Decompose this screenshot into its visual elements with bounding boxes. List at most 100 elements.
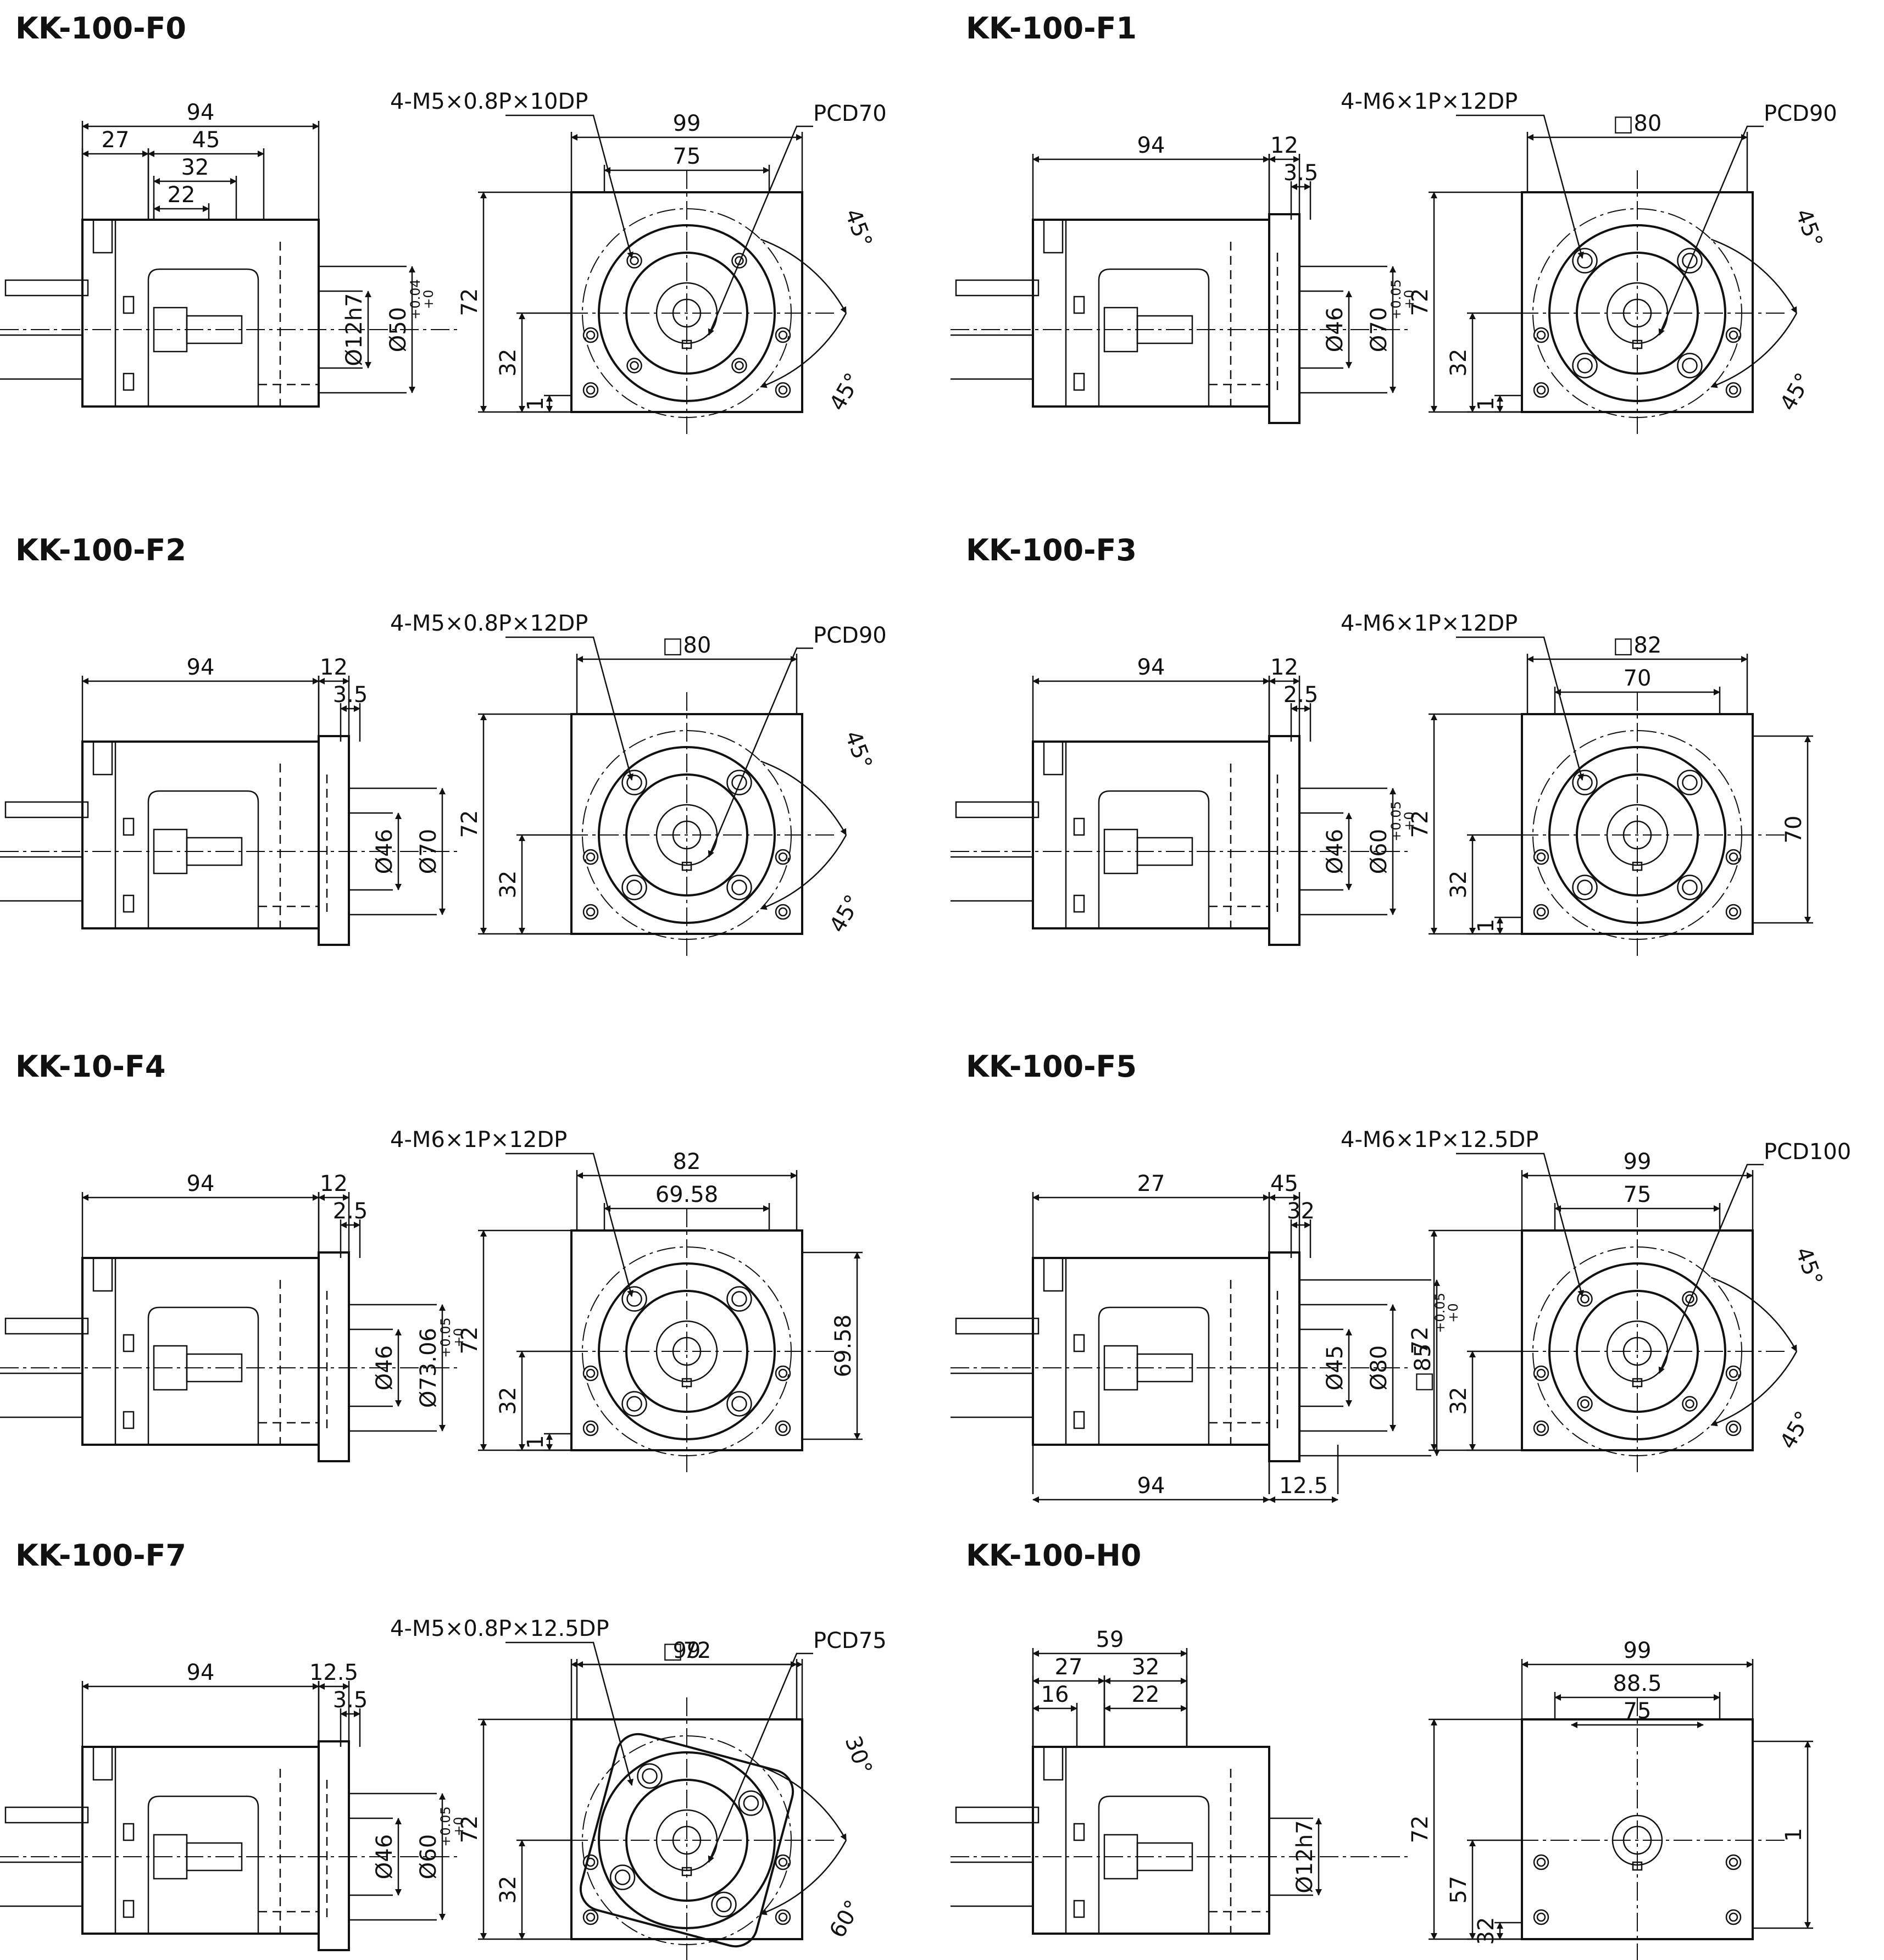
flange-plate: [318, 735, 350, 946]
flange-ring: [1548, 746, 1726, 924]
bolt-hole-icon: [1729, 1423, 1738, 1433]
actuator-body: [81, 1746, 320, 1935]
dimension-label: Ø50: [386, 307, 411, 352]
bolt-hole-icon: [1577, 358, 1593, 374]
dimension-label: 99: [1624, 1638, 1652, 1663]
panel-title: KK-100-F5: [966, 1049, 1137, 1084]
bolt-hole-icon: [1580, 1399, 1590, 1408]
dimension-label: 1: [1781, 1828, 1807, 1841]
motor-key: [955, 801, 1040, 818]
bolt-hole-icon: [586, 330, 596, 340]
leader-label: 4-M6×1P×12DP: [1341, 611, 1518, 636]
dimension-label: 16: [1041, 1682, 1069, 1707]
motor-key: [955, 1806, 1040, 1824]
bolt-hole-icon: [726, 1391, 752, 1417]
dimension-label: 32: [181, 155, 209, 180]
dimension-label: 99: [1624, 1149, 1652, 1174]
motor-key: [955, 1317, 1040, 1335]
dimension-label: 32: [496, 871, 521, 899]
dimension-label: 27: [1137, 1171, 1165, 1196]
shaft-bore: [672, 298, 702, 328]
bolt-hole-icon: [582, 1420, 599, 1436]
bolt-hole-icon: [775, 904, 791, 920]
window-icon: [1073, 817, 1085, 836]
dimension-label: 72: [457, 810, 482, 838]
bolt-hole-icon: [1677, 248, 1703, 274]
angle-arc: [1710, 1277, 1798, 1352]
bolt-hole-icon: [1725, 382, 1742, 398]
dimension-label: 3.5: [1283, 160, 1319, 186]
flange-plate: [1268, 1251, 1301, 1462]
shaft-bore: [1622, 298, 1652, 328]
dimension-label: Ø60: [416, 1834, 441, 1879]
bolt-hole-icon: [621, 875, 647, 900]
window-icon: [1073, 894, 1085, 913]
pilot-ring: [625, 1290, 748, 1413]
dimension-label: 1: [1474, 918, 1499, 932]
bolt-hole-icon: [1729, 907, 1738, 917]
dimension-label: 1: [1474, 397, 1499, 410]
actuator-body: [81, 219, 320, 408]
dimension-label: 27: [102, 127, 130, 153]
bolt-hole-icon: [586, 1912, 596, 1922]
dimension-label: 72: [1408, 810, 1433, 838]
dimension-label: 72: [457, 1816, 482, 1844]
bolt-hole-icon: [586, 1368, 596, 1378]
dimension-label: 32: [496, 1387, 521, 1415]
dimension-label: 69.58: [831, 1315, 856, 1378]
dimension-label: □80: [1613, 111, 1662, 136]
bolt-hole-icon: [1725, 1909, 1742, 1925]
bolt-hole-icon: [716, 1896, 732, 1913]
dimension-label: Ø46: [372, 1834, 397, 1879]
leader-line: [505, 636, 633, 781]
bolt-hole-icon: [1577, 1396, 1593, 1412]
dimension-label: 12: [1270, 655, 1298, 680]
angle-label: 45°: [1775, 1407, 1816, 1453]
dimension-label: 32: [1446, 871, 1471, 899]
bolt-hole-icon: [1536, 385, 1546, 395]
dimension-label: 32: [1446, 349, 1471, 377]
bolt-hole-icon: [1725, 1365, 1742, 1382]
motor-key: [955, 279, 1040, 297]
bolt-hole-icon: [626, 879, 642, 895]
pcd-circle: [582, 1246, 792, 1456]
bolt-hole-icon: [1725, 1420, 1742, 1436]
window-icon: [1073, 1900, 1085, 1918]
window-icon: [1073, 1411, 1085, 1429]
bolt-hole-icon: [621, 1286, 647, 1312]
dimension-label: 72: [1408, 1816, 1433, 1844]
dimension-label: 32: [496, 349, 521, 377]
bolt-hole-icon: [586, 1857, 596, 1867]
flange-ring: [598, 224, 776, 402]
bolt-hole-icon: [1729, 1857, 1738, 1867]
bore-ring: [1606, 1320, 1669, 1383]
motor-key: [4, 279, 89, 297]
dimension-label: Ø12h7: [1292, 1820, 1318, 1893]
bolt-hole-icon: [582, 904, 599, 920]
dimension-label: 94: [1137, 133, 1165, 158]
dimension-label: 72: [1408, 1327, 1433, 1355]
pilot-ring: [625, 773, 748, 897]
pilot-ring: [625, 1779, 748, 1902]
dimension-label: Ø46: [1322, 307, 1348, 352]
bolt-hole-icon: [1685, 1294, 1694, 1304]
bolt-hole-icon: [582, 1365, 599, 1382]
bolt-hole-icon: [626, 253, 642, 269]
flange-plate: [1268, 213, 1301, 424]
dimension-label: 70: [1624, 666, 1652, 691]
dimension-label: 75: [673, 144, 701, 169]
panel-title: KK-100-F0: [15, 11, 186, 46]
dimension-label: 12.5: [1279, 1473, 1328, 1499]
bolt-hole-icon: [738, 1790, 764, 1816]
dimension-label: Ø60: [1366, 829, 1392, 874]
coupling-window: [1098, 1306, 1210, 1445]
bolt-hole-icon: [637, 1763, 663, 1789]
pcd-circle: [582, 208, 792, 418]
set-screw-icon: [92, 1746, 113, 1781]
pcd-circle: [1532, 208, 1742, 418]
bolt-hole-icon: [775, 1420, 791, 1436]
window-icon: [123, 1823, 135, 1841]
dimension-label: 72: [1408, 288, 1433, 316]
actuator-body: [1032, 1257, 1270, 1446]
